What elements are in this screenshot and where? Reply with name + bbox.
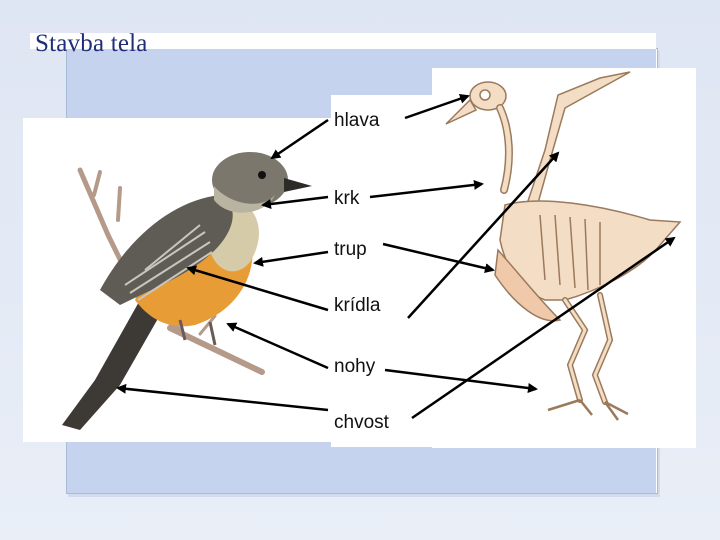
bird-beak [284, 178, 312, 192]
arrow-body-illustration [255, 252, 328, 263]
arrow-body-skeleton [383, 244, 493, 270]
label-neck: krk [334, 188, 359, 210]
label-legs: nohy [334, 356, 375, 378]
arrow-head-illustration [272, 120, 328, 158]
label-head: hlava [334, 110, 379, 132]
bird-eye [258, 171, 266, 179]
bird-illustration [62, 152, 312, 430]
bird-tail [62, 300, 160, 430]
arrow-tail-illustration [118, 388, 328, 410]
label-body: trup [334, 239, 367, 261]
arrow-neck-skeleton [370, 184, 482, 197]
bird-skeleton [446, 72, 680, 420]
label-tail: chvost [334, 412, 389, 434]
label-wings: krídla [334, 295, 380, 317]
